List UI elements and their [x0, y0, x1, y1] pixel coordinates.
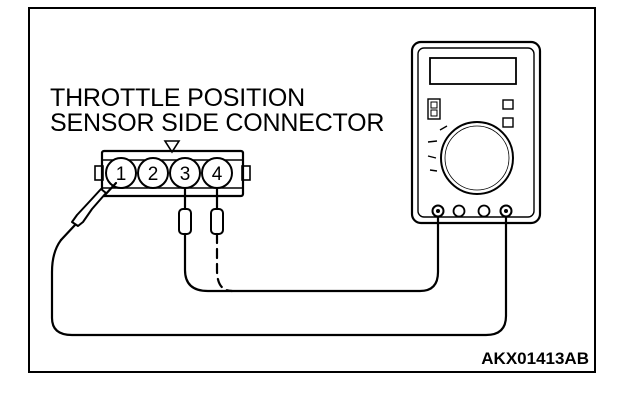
- test-lead-pin-1: [50, 215, 508, 337]
- multimeter: [410, 40, 542, 225]
- figure-code: AKX01413AB: [481, 349, 589, 368]
- connector-title-line-1: THROTTLE POSITION: [50, 84, 305, 112]
- multimeter-jack-3: [477, 204, 491, 218]
- probe-clip-pin-1: [59, 181, 118, 242]
- pin-marker-triangle: [163, 140, 181, 154]
- pin-label-1: 1: [116, 164, 127, 185]
- pin-label-4: 4: [212, 164, 223, 185]
- multimeter-rotary-dial: [440, 121, 514, 195]
- connector-title-line-2: SENSOR SIDE CONNECTOR: [50, 109, 384, 137]
- test-lead-pin-4-dashed: [215, 232, 234, 293]
- multimeter-display: [429, 57, 517, 85]
- test-lead-pin-3: [183, 215, 440, 293]
- connector-pin-1: [105, 157, 137, 189]
- figure-frame: [28, 7, 596, 373]
- pin-label-2: 2: [148, 164, 159, 185]
- throttle-position-sensor-connector: 1 2 3 4: [94, 149, 251, 198]
- multimeter-jack-2: [452, 204, 466, 218]
- pin-label-3: 3: [180, 164, 191, 185]
- connector-pin-2: [137, 157, 169, 189]
